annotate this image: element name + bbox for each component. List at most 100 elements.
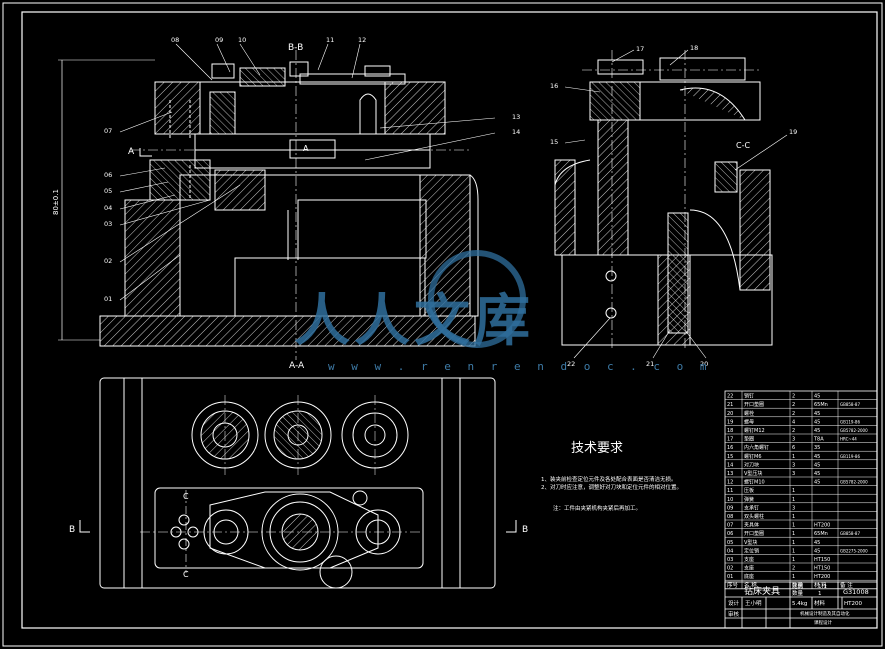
parts-cell-no: 08 (727, 514, 733, 520)
parts-cell-name: 支承钉 (744, 504, 759, 511)
parts-cell-qty: 1 (792, 488, 795, 494)
parts-header-remark: 备 注 (840, 581, 853, 589)
left-callout-leaders (119, 43, 496, 301)
section-a-mid-label: A (303, 144, 309, 153)
parts-header-name: 名 称 (744, 581, 757, 589)
parts-cell-no: 01 (727, 574, 733, 580)
material-value: HT200 (844, 601, 862, 607)
parts-cell-qty: 1 (792, 531, 795, 537)
parts-cell-mat: HT200 (814, 523, 830, 529)
parts-cell-remark: GB2275-2000 (840, 548, 868, 553)
side-section-view (554, 50, 773, 350)
parts-cell-name: 螺钉M6 (744, 453, 762, 460)
callout-06: 06 (104, 171, 112, 179)
parts-cell-remark: GB119-86 (840, 419, 860, 424)
parts-cell-qty: 1 (792, 540, 795, 546)
designer-name: 王小明 (745, 599, 762, 607)
tech-requirement-1: 1、装夹前检查定位元件及各处配合表面是否清洁无损。 (541, 475, 677, 483)
parts-cell-name: 弹簧 (744, 496, 754, 503)
height-dimension: 80±0.1 (52, 189, 60, 215)
callout-07: 07 (104, 127, 112, 135)
parts-cell-qty: 1 (792, 548, 795, 554)
section-cc-label: C-C (736, 141, 750, 150)
parts-cell-remark: GB5782-2000 (840, 428, 868, 433)
left-callouts: 08 09 10 11 12 07 06 05 04 03 02 01 13 1… (104, 36, 520, 303)
parts-cell-mat: 45 (814, 454, 820, 460)
parts-cell-name: 支座 (744, 565, 754, 572)
parts-cell-no: 17 (727, 437, 733, 443)
school-name: 机械设计制造及其自动化 (800, 610, 850, 617)
parts-table-frame (724, 390, 878, 590)
parts-cell-name: 螺栓 (744, 410, 754, 417)
parts-cell-mat: HT150 (814, 566, 830, 572)
parts-cell-mat: 65Mn (814, 402, 828, 408)
parts-cell-name: 销钉 (744, 393, 754, 400)
parts-cell-name: 螺钉M10 (744, 479, 765, 486)
scale-value: 1:1 (818, 584, 827, 590)
parts-cell-mat: 45 (814, 462, 820, 468)
scale-label: 比例 (792, 582, 804, 590)
parts-cell-name: 螺母 (744, 418, 754, 425)
parts-cell-remark: GB5782-2000 (840, 480, 868, 485)
parts-cell-no: 11 (727, 488, 733, 494)
parts-cell-mat: 45 (814, 471, 820, 477)
parts-cell-no: 13 (727, 471, 733, 477)
parts-cell-mat: 45 (814, 419, 820, 425)
callout-22: 22 (567, 360, 575, 368)
parts-cell-remark: HRC~44 (840, 437, 857, 442)
inner-border (21, 11, 878, 629)
parts-cell-mat: 45 (814, 548, 820, 554)
section-b-left-label: B (69, 525, 75, 535)
section-b-right-label: B (522, 525, 528, 535)
parts-cell-qty: 4 (792, 419, 795, 425)
callout-20: 20 (700, 360, 708, 368)
parts-cell-mat: HT150 (814, 557, 830, 563)
parts-cell-name: 支座 (744, 556, 754, 563)
parts-cell-no: 04 (727, 548, 733, 554)
parts-cell-no: 09 (727, 505, 733, 511)
parts-cell-no: 15 (727, 454, 733, 460)
parts-cell-name: 夹具体 (744, 522, 759, 529)
parts-cell-qty: 2 (792, 411, 795, 417)
callout-08: 08 (171, 36, 179, 44)
parts-cell-remark: GB119-86 (840, 454, 860, 459)
parts-cell-name: 定位销 (744, 547, 759, 554)
parts-cell-name: 底座 (744, 573, 754, 580)
drawing-name: 钻床夹具 (744, 585, 780, 597)
material-label: 材料 (814, 599, 826, 607)
section-marker-lines (79, 148, 517, 533)
parts-cell-remark: GB858-87 (840, 402, 860, 407)
parts-cell-no: 14 (727, 462, 733, 468)
parts-cell-qty: 1 (792, 454, 795, 460)
parts-cell-name: 对刀块 (744, 461, 759, 468)
callout-11: 11 (326, 36, 334, 44)
parts-cell-no: 18 (727, 428, 733, 434)
parts-cell-name: V型压块 (744, 470, 762, 477)
section-aa-label: A-A (289, 361, 305, 371)
parts-cell-mat: 45 (814, 394, 820, 400)
parts-cell-no: 07 (727, 523, 733, 529)
parts-cell-no: 16 (727, 445, 733, 451)
parts-cell-name: 内六角螺钉 (744, 444, 769, 451)
parts-cell-qty: 1 (792, 557, 795, 563)
callout-15: 15 (550, 138, 558, 146)
callout-17: 17 (636, 45, 644, 53)
parts-cell-remark: GB858-87 (840, 531, 860, 536)
parts-header-qty: 数量 (792, 581, 804, 589)
parts-cell-mat: 65Mn (814, 531, 828, 537)
weight-value: 5.4kg (792, 601, 807, 607)
plan-view (99, 377, 496, 589)
section-c-bottom-label: C (183, 570, 189, 579)
parts-cell-no: 20 (727, 411, 733, 417)
front-section-view (58, 50, 479, 360)
parts-cell-name: 垫圈 (744, 436, 754, 443)
title-block (724, 581, 878, 629)
parts-header-no: 序号 (727, 581, 739, 589)
tech-note: 注：工件由夹紧机构夹紧后再加工。 (553, 504, 641, 512)
callout-18: 18 (690, 44, 698, 52)
parts-cell-no: 10 (727, 497, 733, 503)
checker-label: 审核 (728, 610, 740, 618)
parts-cell-mat: 45 (814, 480, 820, 486)
